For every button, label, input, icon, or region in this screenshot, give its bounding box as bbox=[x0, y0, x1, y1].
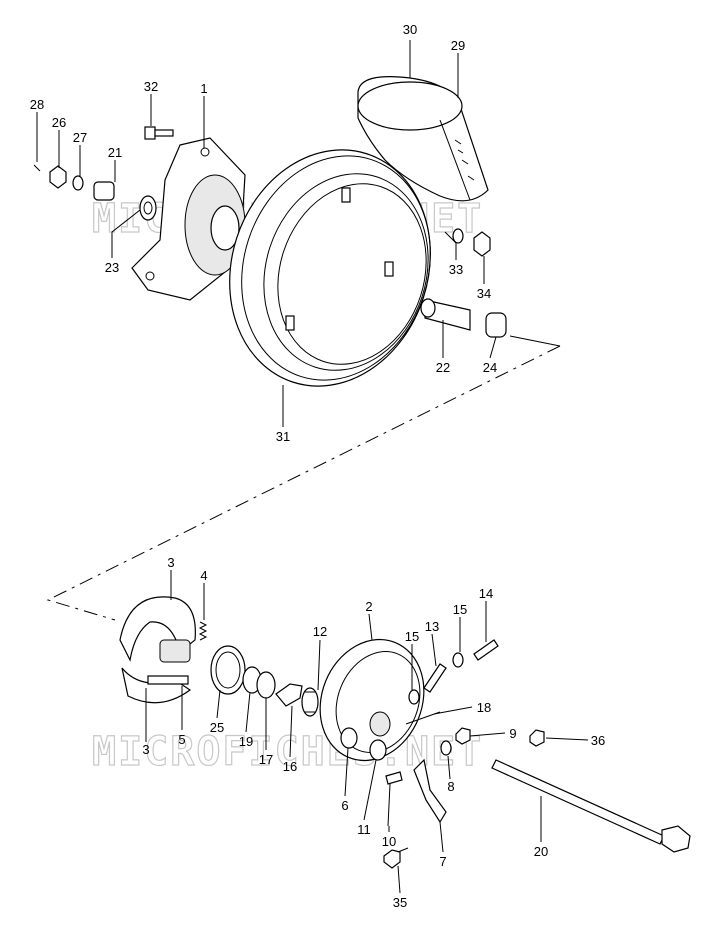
gear-12 bbox=[301, 687, 319, 717]
bolt-32 bbox=[144, 126, 174, 140]
seal-25 bbox=[210, 645, 246, 695]
bolt-10 bbox=[385, 771, 403, 827]
callout-3-bottom: 3 bbox=[142, 742, 149, 757]
callout-25: 25 bbox=[210, 720, 224, 735]
callout-13: 13 bbox=[425, 619, 439, 634]
callout-24: 24 bbox=[483, 360, 497, 375]
leader-lines bbox=[36, 40, 589, 894]
callout-18: 18 bbox=[477, 700, 491, 715]
nut-34 bbox=[473, 231, 491, 257]
cap-nut-24 bbox=[485, 312, 507, 338]
callout-33: 33 bbox=[449, 262, 463, 277]
nut-26 bbox=[49, 165, 67, 189]
washer-6 bbox=[340, 727, 358, 749]
callout-27: 27 bbox=[73, 130, 87, 145]
washer-27 bbox=[72, 175, 84, 191]
nut-9 bbox=[455, 727, 471, 745]
rear-hub bbox=[131, 137, 246, 301]
callout-7: 7 bbox=[439, 854, 446, 869]
callout-10: 10 bbox=[382, 834, 396, 849]
washer-8 bbox=[440, 740, 452, 756]
bearing-23 bbox=[139, 195, 157, 221]
plate-16 bbox=[275, 683, 303, 707]
callout-31: 31 bbox=[276, 429, 290, 444]
callout-5: 5 bbox=[178, 732, 185, 747]
callout-16: 16 bbox=[283, 759, 297, 774]
washer-15a bbox=[408, 689, 420, 705]
axle-sleeve-22 bbox=[420, 298, 471, 331]
callout-35: 35 bbox=[393, 895, 407, 910]
callout-15-left: 15 bbox=[405, 629, 419, 644]
callout-17: 17 bbox=[259, 752, 273, 767]
callout-19: 19 bbox=[239, 734, 253, 749]
callout-22: 22 bbox=[436, 360, 450, 375]
spring-4 bbox=[198, 621, 208, 641]
callout-6: 6 bbox=[341, 798, 348, 813]
callout-12: 12 bbox=[313, 624, 327, 639]
callout-numbers: 30 29 28 32 1 26 27 21 23 33 34 22 24 31… bbox=[30, 22, 605, 910]
wheel-rim bbox=[229, 149, 431, 387]
callout-32: 32 bbox=[144, 79, 158, 94]
callout-34: 34 bbox=[477, 286, 491, 301]
callout-9: 9 bbox=[509, 726, 516, 741]
bolt-35 bbox=[383, 847, 409, 869]
callout-21: 21 bbox=[108, 145, 122, 160]
washer-15b bbox=[452, 652, 464, 668]
callout-11: 11 bbox=[357, 822, 371, 837]
callout-1: 1 bbox=[200, 81, 207, 96]
callout-3-top: 3 bbox=[167, 555, 174, 570]
spacer-21 bbox=[93, 181, 115, 201]
callout-20: 20 bbox=[534, 844, 548, 859]
callout-29: 29 bbox=[451, 38, 465, 53]
callout-2: 2 bbox=[365, 599, 372, 614]
switch-14 bbox=[473, 639, 499, 661]
callout-28: 28 bbox=[30, 97, 44, 112]
callout-36: 36 bbox=[591, 733, 605, 748]
seal-11 bbox=[369, 739, 387, 761]
callout-4: 4 bbox=[200, 568, 207, 583]
sensor-13 bbox=[423, 663, 447, 693]
ring-17 bbox=[256, 671, 276, 699]
callout-15-right: 15 bbox=[453, 602, 467, 617]
washer-33 bbox=[452, 228, 464, 244]
brake-shoes bbox=[119, 596, 196, 704]
callout-14: 14 bbox=[479, 586, 493, 601]
nut-36 bbox=[529, 729, 545, 747]
axle-20 bbox=[491, 759, 691, 853]
wheel-cover bbox=[357, 76, 489, 202]
callout-30: 30 bbox=[403, 22, 417, 37]
split-pin-28 bbox=[33, 120, 41, 172]
callout-23: 23 bbox=[105, 260, 119, 275]
lever-7 bbox=[413, 758, 447, 824]
callout-26: 26 bbox=[52, 115, 66, 130]
callout-8: 8 bbox=[447, 779, 454, 794]
